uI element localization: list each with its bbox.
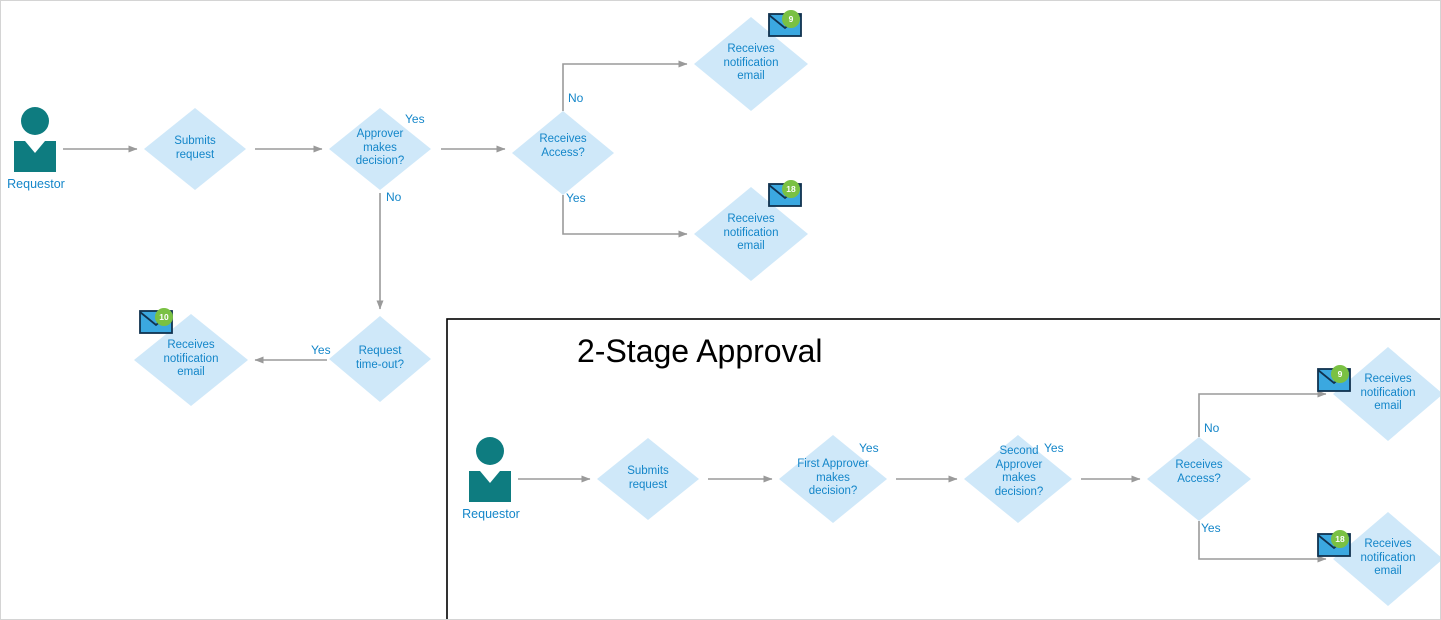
badge-circle-stage2-yes (1331, 530, 1349, 548)
envelope-icon-stage1-timeout (139, 308, 173, 334)
node-receives-access-shape (512, 111, 614, 195)
edge-label-access-no: No (1204, 421, 1220, 435)
node-second-approver-makes-decision-shape (964, 435, 1072, 523)
edge-label-first-approver-yes: Yes (859, 441, 879, 455)
edge-label-second-approver-yes: Yes (1044, 441, 1064, 455)
envelope-icon-stage1-no (768, 10, 802, 37)
edge-label-approver-yes: Yes (405, 112, 425, 126)
edge-label-access-yes: Yes (566, 191, 586, 205)
badge-circle-stage1-timeout (155, 308, 173, 326)
node-approver-makes-decision-shape (329, 108, 431, 190)
stage2-container-box (446, 318, 1440, 619)
node-request-time-out-shape (329, 316, 431, 402)
node-submits-request-shape (144, 108, 246, 190)
arrow-access-yes-to-email (1198, 521, 1327, 563)
node-submits-request-shape (597, 438, 699, 520)
requestor-person-icon (14, 107, 56, 172)
node-receives-notification-email-timeout-shape (134, 314, 248, 406)
node-receives-access-shape (1147, 437, 1251, 521)
edge-label-access-yes: Yes (1201, 521, 1221, 535)
edge-label-timeout-yes: Yes (311, 343, 331, 357)
badge-circle-stage1-no (782, 10, 800, 28)
node-first-approver-makes-decision-shape (779, 435, 887, 523)
badge-circle-stage1-yes (782, 180, 800, 198)
badge-circle-stage2-no (1331, 365, 1349, 383)
arrow-access-no-to-email (1198, 390, 1327, 437)
node-receives-notification-email-no-shape (694, 17, 808, 111)
envelope-icon-stage2-yes (1317, 530, 1351, 557)
envelope-icon-stage2-no (1317, 365, 1351, 392)
edge-label-approver-no: No (386, 190, 402, 204)
arrow-access-no-to-email (562, 60, 688, 111)
requestor-label: Requestor (462, 507, 520, 521)
envelope-icon-stage1-yes (768, 180, 802, 207)
node-receives-notification-email-no-shape (1333, 347, 1440, 441)
arrow-access-yes-to-email (562, 195, 688, 238)
section-title-2-stage-approval: 2-Stage Approval (577, 333, 823, 369)
node-receives-notification-email-yes-shape (1333, 512, 1440, 606)
edge-label-access-no: No (568, 91, 584, 105)
requestor-person-icon (469, 437, 511, 502)
node-receives-notification-email-yes-shape (694, 187, 808, 281)
requestor-label: Requestor (7, 177, 65, 191)
